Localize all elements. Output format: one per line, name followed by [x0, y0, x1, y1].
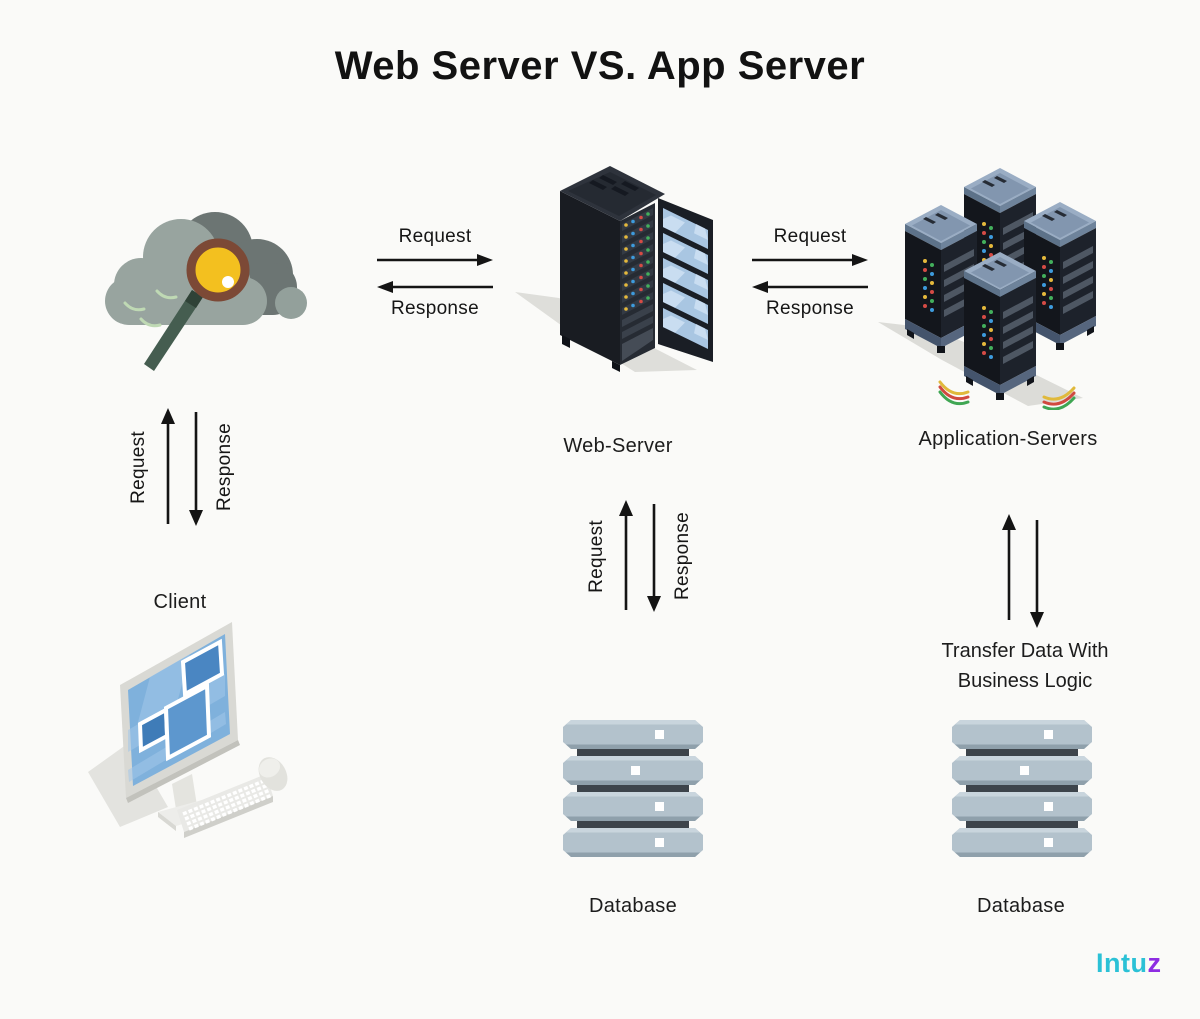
transfer-data-arrows: [1002, 514, 1044, 628]
mouse-icon: [258, 757, 288, 791]
flow-client-to-webserver: Request Response: [370, 226, 500, 320]
app-database-label: Database: [976, 895, 1065, 917]
web-database-label: Database: [588, 895, 677, 917]
response-label: Response: [214, 423, 235, 511]
transfer-data-label: Transfer Data With Business Logic: [910, 636, 1140, 696]
request-label: Request: [773, 226, 847, 247]
application-servers-icon: [878, 168, 1096, 410]
app-database-icon: [952, 720, 1092, 857]
screen-windows: [137, 638, 225, 762]
magnifier-icon: [144, 238, 250, 371]
web-server-label: Web-Server: [563, 435, 673, 457]
response-label: Response: [672, 512, 693, 600]
request-response-arrows: [377, 254, 493, 293]
response-label: Response: [766, 298, 854, 319]
request-label: Request: [128, 430, 149, 504]
request-label: Request: [586, 519, 607, 593]
request-label: Request: [398, 226, 472, 247]
web-server-icon: [515, 166, 713, 372]
flow-webserver-to-appservers: Request Response: [745, 226, 875, 320]
intuz-logo: Intuz: [1096, 948, 1161, 979]
web-database-icon: [563, 720, 703, 857]
keyboard-icon: [177, 774, 273, 838]
intuz-logo-prefix: Intu: [1096, 948, 1148, 978]
internet-cloud-search-icon: [105, 212, 307, 371]
transfer-data-line2: Business Logic: [957, 670, 1093, 692]
request-response-arrows: [752, 254, 868, 293]
request-response-arrows: [619, 500, 661, 612]
client-label: Client: [153, 591, 207, 613]
flow-cloud-to-client: Request Response: [128, 406, 236, 528]
page-title: Web Server VS. App Server: [334, 44, 866, 88]
response-label: Response: [391, 298, 479, 319]
intuz-logo-suffix: z: [1147, 948, 1162, 978]
request-response-arrows: [161, 408, 203, 526]
transfer-data-line1: Transfer Data With: [941, 640, 1109, 662]
client-computer-icon: [88, 622, 288, 838]
application-servers-label: Application-Servers: [918, 428, 1098, 450]
flow-webserver-to-database: Request Response: [586, 498, 694, 614]
